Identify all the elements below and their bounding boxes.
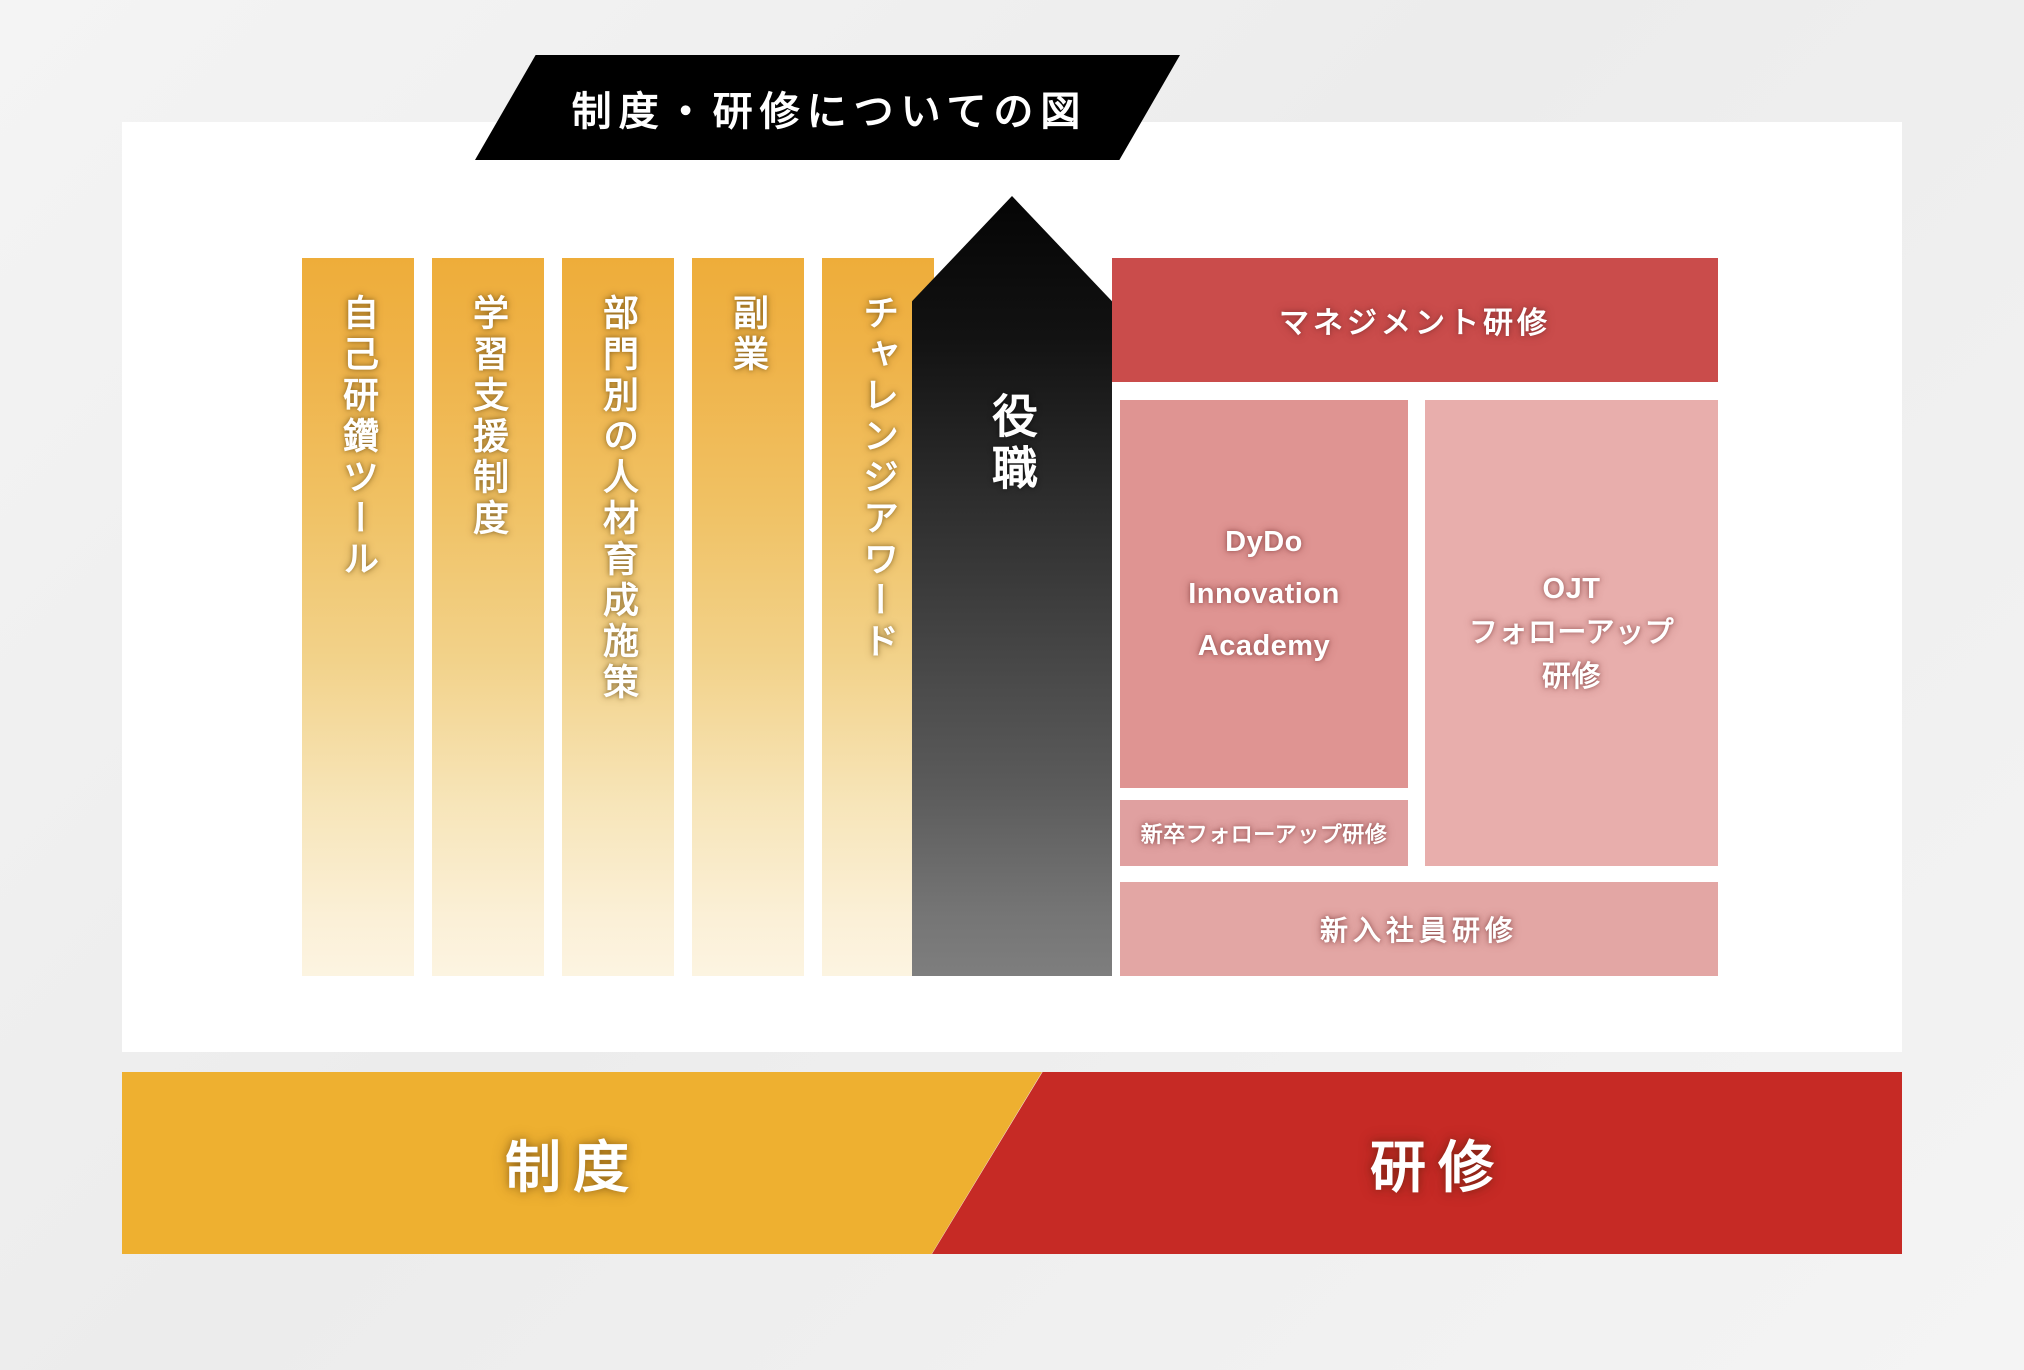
footer-label-systems: 制度 xyxy=(505,1135,641,1199)
footer-segment-systems: 制度 xyxy=(122,1072,1042,1254)
training-box-new-employee: 新入社員研修 xyxy=(1120,882,1718,976)
title-banner: 制度・研修についての図 xyxy=(475,55,1180,160)
system-column-label: 学習支援制度 xyxy=(468,294,509,540)
training-box-management: マネジメント研修 xyxy=(1112,258,1718,382)
system-column-label: 自己研鑽ツール xyxy=(338,294,379,581)
training-label-management: マネジメント研修 xyxy=(1279,307,1551,340)
system-column-side-job: 副業 xyxy=(692,258,804,976)
training-label-new-employee: 新入社員研修 xyxy=(1319,915,1518,946)
training-label-new-grad-followup: 新卒フォローアップ研修 xyxy=(1140,822,1388,847)
training-box-new-grad-followup: 新卒フォローアップ研修 xyxy=(1120,800,1408,866)
system-column-self-study: 自己研鑽ツール xyxy=(302,258,414,976)
system-column-label: 副業 xyxy=(728,294,769,376)
system-column-learning-support: 学習支援制度 xyxy=(432,258,544,976)
page-title: 制度・研修についての図 xyxy=(571,89,1088,134)
position-arrow: 役職 xyxy=(912,196,1112,976)
footer-legend: 制度 研修 xyxy=(122,1072,1902,1254)
system-column-label: チャレンジアワード xyxy=(858,294,899,663)
footer-segment-trainings: 研修 xyxy=(932,1072,1902,1254)
footer-label-trainings: 研修 xyxy=(1370,1135,1506,1199)
system-column-label: 部門別の人材育成施策 xyxy=(598,294,639,704)
position-arrow-label: 役職 xyxy=(986,392,1038,496)
system-column-department-development: 部門別の人材育成施策 xyxy=(562,258,674,976)
